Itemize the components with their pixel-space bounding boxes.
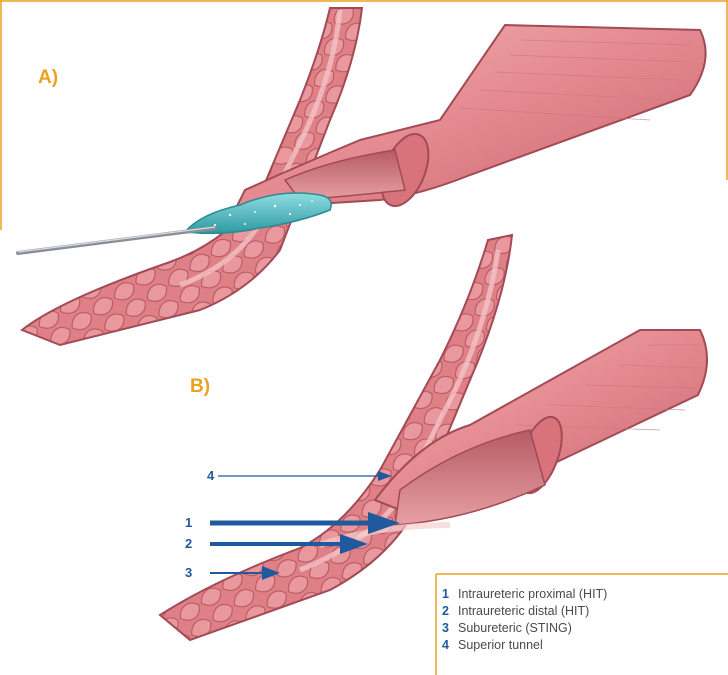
legend-number: 3 [442, 621, 458, 635]
legend-item-1: 1 Intraureteric proximal (HIT) [442, 587, 607, 604]
legend-number: 1 [442, 587, 458, 601]
legend-item-2: 2 Intraureteric distal (HIT) [442, 604, 607, 621]
legend: 1 Intraureteric proximal (HIT) 2 Intraur… [442, 587, 607, 655]
legend-item-4: 4 Superior tunnel [442, 638, 607, 655]
legend-label: Intraureteric proximal (HIT) [458, 587, 607, 601]
legend-number: 4 [442, 638, 458, 652]
legend-number: 2 [442, 604, 458, 618]
panel-label-b: B) [190, 376, 210, 398]
arrow-number-2: 2 [185, 536, 192, 551]
panel-label-a: A) [38, 67, 58, 89]
legend-label: Superior tunnel [458, 638, 543, 652]
arrow-number-3: 3 [185, 565, 192, 580]
panel-a-illustration [18, 8, 706, 345]
arrow-number-1: 1 [185, 515, 192, 530]
legend-item-3: 3 Subureteric (STING) [442, 621, 607, 638]
arrow-number-4: 4 [207, 468, 214, 483]
legend-label: Subureteric (STING) [458, 621, 572, 635]
legend-label: Intraureteric distal (HIT) [458, 604, 589, 618]
panel-b-illustration [160, 235, 707, 640]
needle [18, 228, 215, 253]
